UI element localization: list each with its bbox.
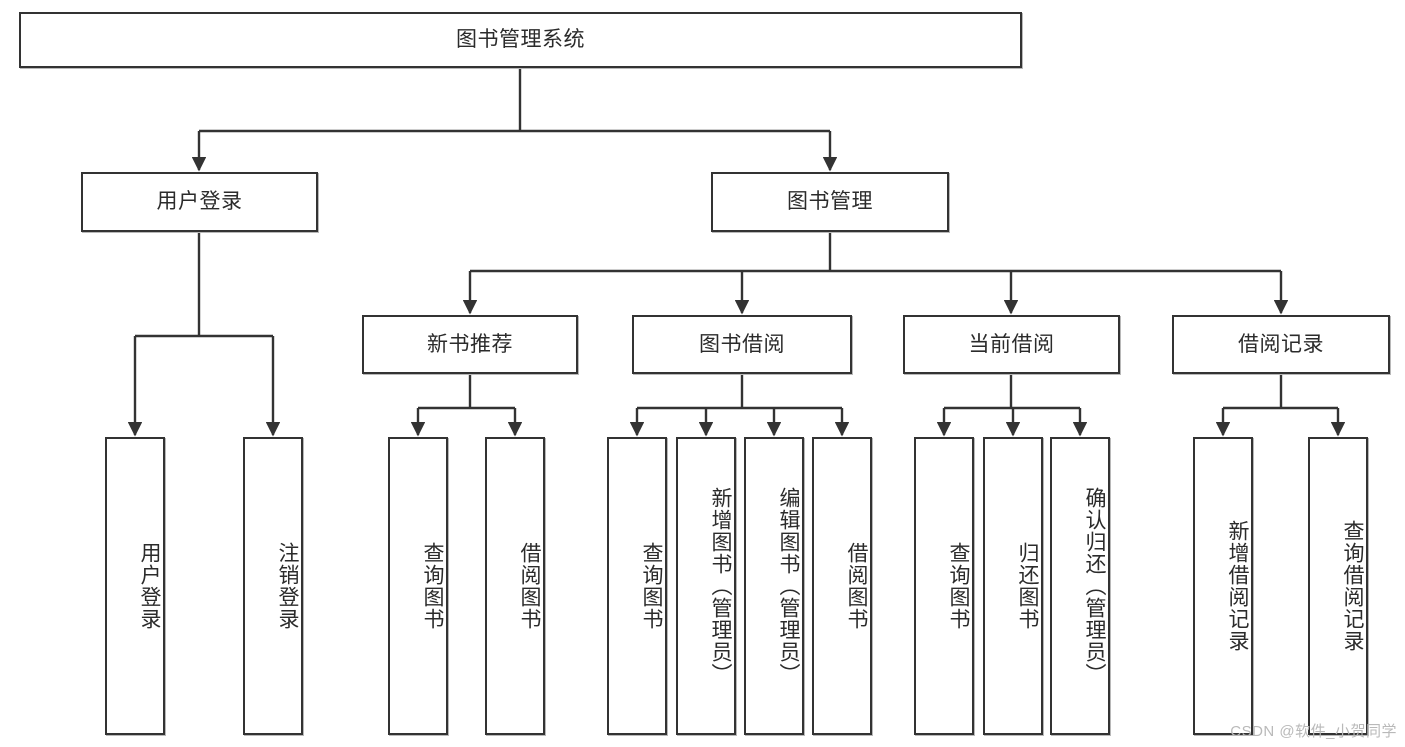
leaf-bb-query-book-label: 查询图书 — [640, 542, 663, 630]
leaf-bb-query-book[interactable]: 查询图书 — [607, 437, 667, 735]
leaf-bb-borrow-book[interactable]: 借阅图书 — [812, 437, 872, 735]
node-user-login-label: 用户登录 — [156, 190, 243, 214]
leaf-nb-borrow-book[interactable]: 借阅图书 — [485, 437, 545, 735]
leaf-cb-confirm-return[interactable]: 确认归还（管理员） — [1050, 437, 1110, 735]
leaf-br-add-record[interactable]: 新增借阅记录 — [1193, 437, 1253, 735]
leaf-br-query-record-label: 查询借阅记录 — [1341, 520, 1364, 652]
leaf-cb-query-book-label: 查询图书 — [947, 542, 970, 630]
leaf-logout-label: 注销登录 — [276, 542, 299, 630]
node-book-management-label: 图书管理 — [787, 190, 873, 214]
leaf-bb-add-book-label: 新增图书（管理员） — [709, 487, 732, 685]
leaf-cb-return-book[interactable]: 归还图书 — [983, 437, 1043, 735]
node-borrow-records-label: 借阅记录 — [1238, 332, 1324, 356]
leaf-bb-borrow-book-label: 借阅图书 — [845, 542, 868, 630]
leaf-user-login-label: 用户登录 — [138, 542, 161, 630]
leaf-cb-query-book[interactable]: 查询图书 — [914, 437, 974, 735]
node-current-borrow[interactable]: 当前借阅 — [903, 315, 1120, 374]
node-user-login[interactable]: 用户登录 — [81, 172, 318, 232]
leaf-logout[interactable]: 注销登录 — [243, 437, 303, 735]
leaf-nb-borrow-book-label: 借阅图书 — [518, 542, 541, 630]
node-book-borrow-label: 图书借阅 — [699, 332, 785, 356]
leaf-br-add-record-label: 新增借阅记录 — [1226, 520, 1249, 652]
leaf-nb-query-book-label: 查询图书 — [421, 542, 444, 630]
leaf-user-login[interactable]: 用户登录 — [105, 437, 165, 735]
node-new-book-recommend-label: 新书推荐 — [427, 332, 513, 356]
watermark: CSDN @软件_小贺同学 — [1230, 723, 1397, 740]
node-new-book-recommend[interactable]: 新书推荐 — [362, 315, 578, 374]
leaf-bb-edit-book[interactable]: 编辑图书（管理员） — [744, 437, 804, 735]
leaf-cb-confirm-return-label: 确认归还（管理员） — [1083, 487, 1106, 685]
node-current-borrow-label: 当前借阅 — [968, 332, 1055, 356]
node-root-label: 图书管理系统 — [456, 28, 585, 52]
leaf-nb-query-book[interactable]: 查询图书 — [388, 437, 448, 735]
node-root[interactable]: 图书管理系统 — [19, 12, 1022, 68]
leaf-br-query-record[interactable]: 查询借阅记录 — [1308, 437, 1368, 735]
leaf-bb-edit-book-label: 编辑图书（管理员） — [777, 487, 800, 685]
leaf-cb-return-book-label: 归还图书 — [1016, 542, 1039, 630]
node-book-management[interactable]: 图书管理 — [711, 172, 949, 232]
node-borrow-records[interactable]: 借阅记录 — [1172, 315, 1390, 374]
leaf-bb-add-book[interactable]: 新增图书（管理员） — [676, 437, 736, 735]
node-book-borrow[interactable]: 图书借阅 — [632, 315, 852, 374]
